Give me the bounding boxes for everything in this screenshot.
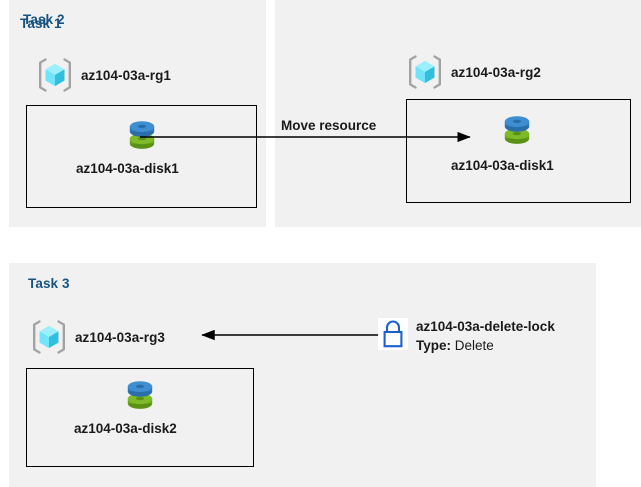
delete-lock-name: az104-03a-delete-lock — [416, 319, 555, 334]
resource-group-row-task-3: az104-03a-rg3 — [30, 318, 165, 356]
panel-title-task-3: Task 3 — [28, 276, 70, 291]
managed-disk-icon — [497, 110, 537, 150]
disk-label: az104-03a-disk2 — [74, 421, 177, 436]
managed-disk-icon — [122, 115, 162, 155]
resource-group-label: az104-03a-rg1 — [81, 67, 171, 83]
disk-group-task-1: az104-03a-disk1 — [76, 115, 179, 176]
connector-caption-move-resource: Move resource — [281, 118, 377, 133]
delete-lock-text: az104-03a-delete-lock Type: Delete — [416, 318, 555, 354]
resource-group-label: az104-03a-rg3 — [75, 329, 165, 345]
resource-group-icon — [406, 53, 444, 91]
delete-lock-type-key: Type: — [416, 337, 452, 353]
resource-group-icon — [30, 318, 68, 356]
delete-lock-callout: az104-03a-delete-lock Type: Delete — [378, 318, 555, 354]
disk-label: az104-03a-disk1 — [76, 161, 179, 176]
disk-label: az104-03a-disk1 — [451, 158, 554, 173]
managed-disk-icon — [120, 375, 160, 415]
arrow-delete-lock — [201, 329, 382, 341]
lock-icon — [378, 318, 408, 350]
resource-group-row-task-1: az104-03a-rg1 — [36, 56, 171, 94]
resource-group-row-task-2: az104-03a-rg2 — [406, 53, 541, 91]
delete-lock-type-value: Delete — [454, 337, 494, 353]
panel-title-task-1: Task 1 — [20, 16, 62, 31]
panel-title-task-2: Task 2 — [23, 12, 65, 27]
disk-group-task-2: az104-03a-disk1 — [451, 110, 554, 173]
resource-group-icon — [36, 56, 74, 94]
disk-group-task-3: az104-03a-disk2 — [74, 375, 177, 436]
delete-lock-type-line: Type: Delete — [416, 338, 555, 354]
arrow-move-resource — [140, 131, 471, 143]
resource-group-label: az104-03a-rg2 — [451, 64, 541, 80]
